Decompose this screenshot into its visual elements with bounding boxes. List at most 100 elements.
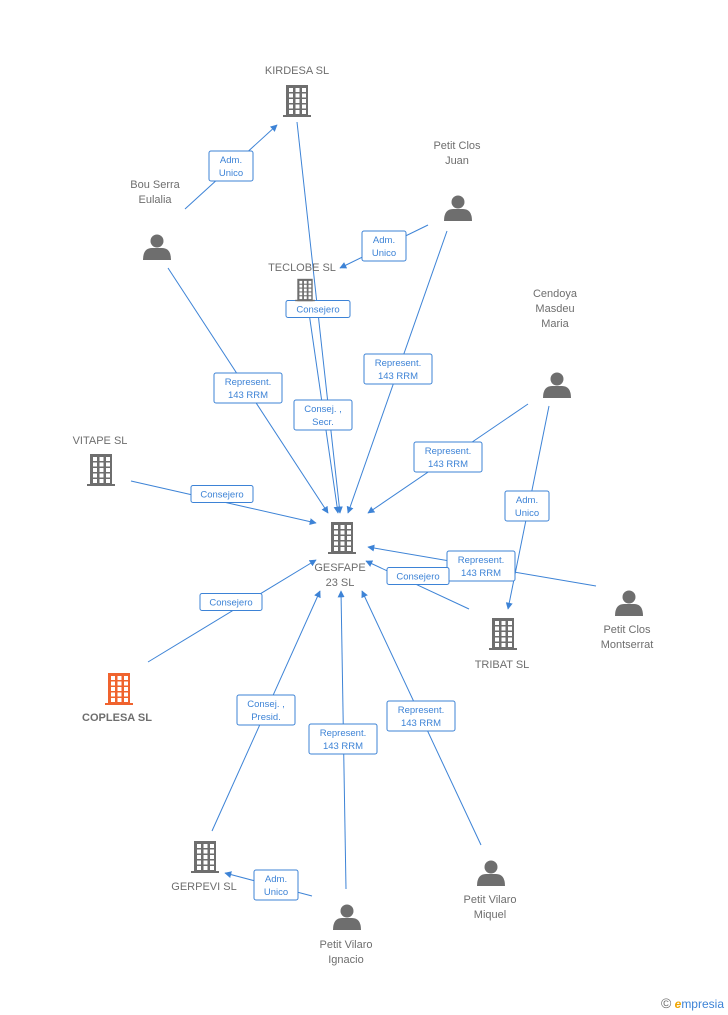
node-tribat[interactable]: TRIBAT SL (475, 618, 530, 671)
person-icon (143, 234, 171, 260)
edge-label-cendoya-to-gesfape[interactable]: Represent. 143 RRM (413, 441, 483, 473)
edge-label-tribat-to-gesfape[interactable]: Consejero (386, 567, 450, 585)
edge-label-gerpevi-to-gesfape[interactable]: Consej. ,Presid. (236, 694, 296, 726)
edge-label-text: 143 RRM (228, 390, 268, 401)
edge-label-text: 143 RRM (428, 459, 468, 470)
edge-label-box (213, 372, 283, 404)
node-coplesa[interactable]: COPLESA SL (82, 673, 152, 724)
edge-label-text: Unico (219, 168, 243, 179)
node-label: GERPEVI SL (171, 881, 236, 893)
node-label: Masdeu (535, 303, 574, 315)
node-label: Cendoya (533, 288, 578, 300)
node-label: COPLESA SL (82, 712, 152, 724)
edge-label-text: 143 RRM (461, 568, 501, 579)
edge-label-text: Adm. (373, 235, 395, 246)
edge-label-text: Consejero (209, 598, 252, 609)
edge-label-text: Adm. (220, 155, 242, 166)
edge-label-box (308, 723, 378, 755)
edge-label-text: Represent. (320, 728, 366, 739)
building-icon (191, 841, 219, 873)
node-gesfape[interactable]: GESFAPE 23 SL (314, 522, 366, 589)
edge-label-text: Unico (515, 508, 539, 519)
edge-label-montserrat-to-gesfape[interactable]: Represent. 143 RRM (446, 550, 516, 582)
brand-logo-letter: e (674, 997, 682, 1011)
edge-label-petitjuan-to-gesfape[interactable]: Represent.143 RRM (363, 353, 433, 385)
edge-label-text: Presid. (251, 712, 281, 723)
edge-label-box (361, 230, 407, 262)
edge-label-text: 143 RRM (401, 718, 441, 729)
edge-label-box (190, 485, 254, 503)
node-kirdesa[interactable]: KIRDESA SL (265, 65, 329, 117)
edge-label-box (363, 353, 433, 385)
edge-label-petitjuan-to-teclobe[interactable]: Adm.Unico (361, 230, 407, 262)
edge-label-text: 143 RRM (378, 371, 418, 382)
person-icon (477, 860, 505, 886)
edge-label-text: Represent. (458, 555, 504, 566)
person-icon (543, 372, 571, 398)
node-label: Petit Vilaro (464, 894, 517, 906)
node-label: Juan (445, 155, 469, 167)
edge-label-text: 143 RRM (323, 741, 363, 752)
edge-label-bou-to-kirdesa[interactable]: Adm. Unico (208, 150, 254, 182)
edge-label-text: Consejero (296, 305, 339, 316)
edge-label-box (285, 300, 351, 318)
node-gerpevi[interactable]: GERPEVI SL (171, 841, 237, 893)
node-label: Miquel (474, 909, 506, 921)
node-label: TECLOBE SL (268, 262, 336, 274)
person-icon (333, 904, 361, 930)
node-label: Ignacio (328, 954, 363, 966)
node-label: Maria (541, 318, 569, 330)
node-vitape[interactable]: VITAPE SL (73, 435, 128, 486)
edge-label-box (236, 694, 296, 726)
node-teclobe[interactable]: TECLOBE SL (268, 262, 336, 302)
edge-label-box (253, 869, 299, 901)
edge-label-ignacio-to-gerpevi[interactable]: Adm.Unico (253, 869, 299, 901)
edge-label-text: Represent. (225, 377, 271, 388)
node-label: Eulalia (138, 194, 172, 206)
edge-label-text: Adm. (265, 874, 287, 885)
edge-label-text: Represent. (425, 446, 471, 457)
node-label: Bou Serra (130, 179, 180, 191)
edge-label-cendoya-to-tribat[interactable]: Adm.Unico (504, 490, 550, 522)
nodes-layer: KIRDESA SL TECLOBE SL VITAPE SL GESFAPE 23 S… (73, 65, 654, 966)
edge-label-box (413, 441, 483, 473)
edge-label-kirdesa-to-gesfape[interactable]: Consej. ,Secr. (293, 399, 353, 431)
node-label: TRIBAT SL (475, 659, 530, 671)
building-icon (283, 85, 311, 117)
node-label: VITAPE SL (73, 435, 128, 447)
edge-label-bou-to-gesfape[interactable]: Represent. 143 RRM (213, 372, 283, 404)
edge-label-coplesa-to-gesfape[interactable]: Consejero (199, 593, 263, 611)
brand-watermark: © empresia (661, 995, 724, 1011)
edge-label-text: Represent. (398, 705, 444, 716)
building-icon (489, 618, 517, 650)
edge-label-text: Consej. , (304, 404, 342, 415)
edge-label-box (386, 567, 450, 585)
node-label: Petit Vilaro (320, 939, 373, 951)
edge-label-box (208, 150, 254, 182)
building-icon (87, 454, 115, 486)
node-label: Petit Clos (603, 624, 651, 636)
edge-label-teclobe-to-gesfape[interactable]: Consejero (285, 300, 351, 318)
brand-name: mpresia (681, 997, 724, 1011)
person-icon (444, 195, 472, 221)
edge-label-box (293, 399, 353, 431)
node-label: GESFAPE (314, 562, 365, 574)
edge-label-box (504, 490, 550, 522)
node-label: 23 SL (326, 577, 355, 589)
edge-label-vitape-to-gesfape[interactable]: Consejero (190, 485, 254, 503)
building-icon (105, 673, 133, 705)
edge-label-text: Consejero (200, 490, 243, 501)
node-label: Petit Clos (433, 140, 481, 152)
node-label: Montserrat (601, 639, 654, 651)
edge-label-miquel-to-gesfape[interactable]: Represent. 143 RRM (386, 700, 456, 732)
edge-label-ignacio-to-gesfape[interactable]: Represent. 143 RRM (308, 723, 378, 755)
node-label: KIRDESA SL (265, 65, 329, 77)
edge-label-box (446, 550, 516, 582)
